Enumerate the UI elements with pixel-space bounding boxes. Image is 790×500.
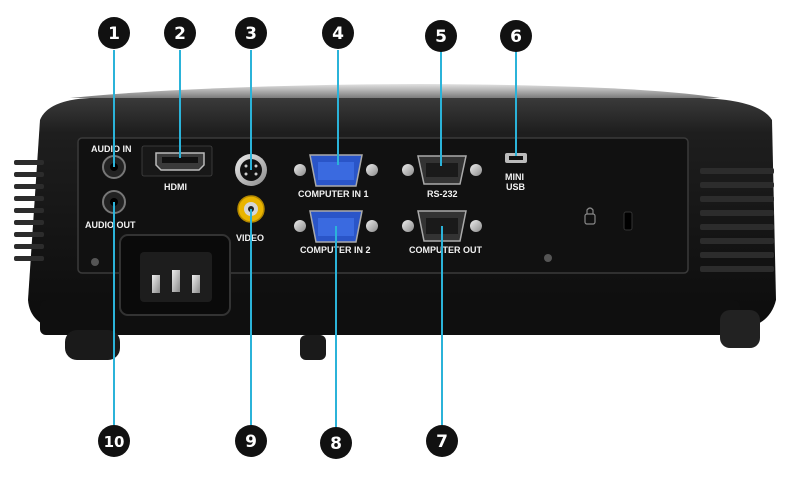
svg-text:3: 3 <box>245 24 257 44</box>
callout-7: 7 <box>426 425 458 457</box>
svg-text:10: 10 <box>104 433 125 451</box>
callout-4: 4 <box>322 17 354 49</box>
svg-text:7: 7 <box>436 432 448 452</box>
mini-usb-label-line2: USB <box>506 182 526 192</box>
callout-9: 9 <box>235 425 267 457</box>
leader-lines <box>113 50 517 428</box>
ac-power-inlet[interactable] <box>119 234 231 316</box>
rs-232-label: RS-232 <box>427 189 458 199</box>
callout-3: 3 <box>235 17 267 49</box>
hdmi-port[interactable] <box>155 152 205 171</box>
callout-10: 10 <box>98 425 130 457</box>
callout-2: 2 <box>164 17 196 49</box>
hdmi-label: HDMI <box>164 182 187 192</box>
computer-in-1-port[interactable] <box>294 154 378 187</box>
svg-text:9: 9 <box>245 432 257 452</box>
callout-5: 5 <box>425 20 457 52</box>
svg-text:6: 6 <box>510 27 522 47</box>
svg-text:4: 4 <box>332 24 344 44</box>
callout-6: 6 <box>500 20 532 52</box>
callout-1: 1 <box>98 17 130 49</box>
svg-text:1: 1 <box>108 24 120 44</box>
svg-text:8: 8 <box>330 434 342 454</box>
kensington-lock-icon <box>584 207 596 225</box>
computer-out-label: COMPUTER OUT <box>409 245 483 255</box>
computer-in-1-label: COMPUTER IN 1 <box>298 189 369 199</box>
audio-in-label: AUDIO IN <box>91 144 132 154</box>
rs-232-port[interactable] <box>402 155 482 185</box>
svg-text:2: 2 <box>174 24 186 44</box>
mini-usb-port[interactable] <box>505 153 527 163</box>
mini-usb-label-line1: MINI <box>505 172 524 182</box>
kensington-lock-slot[interactable] <box>623 211 633 231</box>
audio-out-label: AUDIO OUT <box>85 220 136 230</box>
svg-text:5: 5 <box>435 27 447 47</box>
callout-8: 8 <box>320 427 352 459</box>
